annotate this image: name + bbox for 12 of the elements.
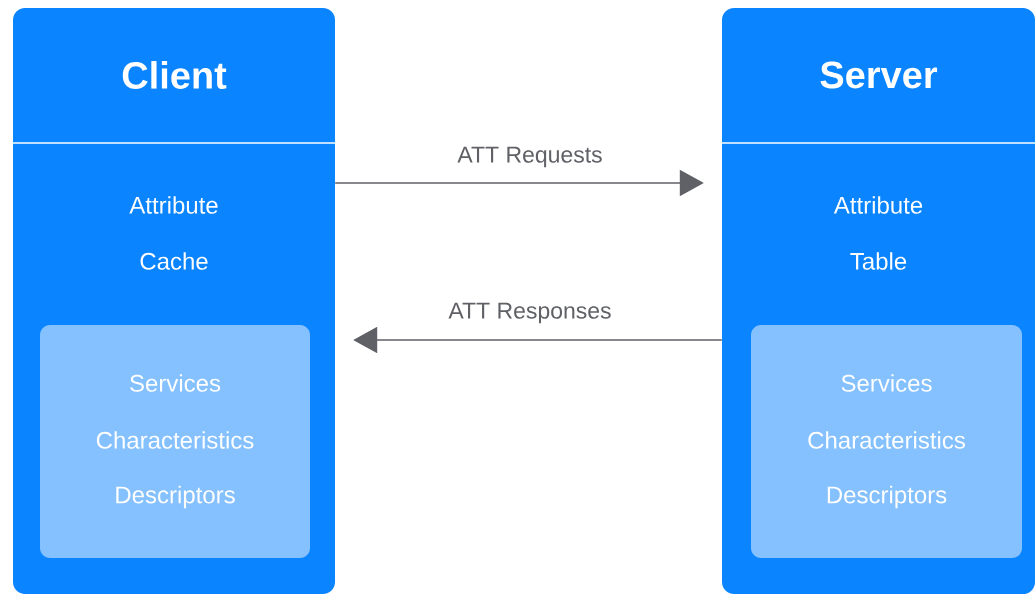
item-text: Descriptors: [827, 485, 947, 509]
item-text: Services: [841, 374, 932, 392]
panel-title: Client: [122, 61, 227, 89]
item-text: Characteristics: [808, 431, 965, 449]
item-text: Descriptors: [116, 485, 235, 509]
panel-title: Server: [820, 61, 938, 89]
panel-text: Attribute Table: [833, 196, 923, 270]
edge-label: ATT Requests: [457, 146, 602, 168]
edge-label: ATT Responses: [448, 302, 611, 324]
item-text: Characteristics: [96, 431, 254, 449]
panel-text: Attribute Cache: [129, 196, 218, 270]
item-text: Services: [130, 374, 221, 392]
